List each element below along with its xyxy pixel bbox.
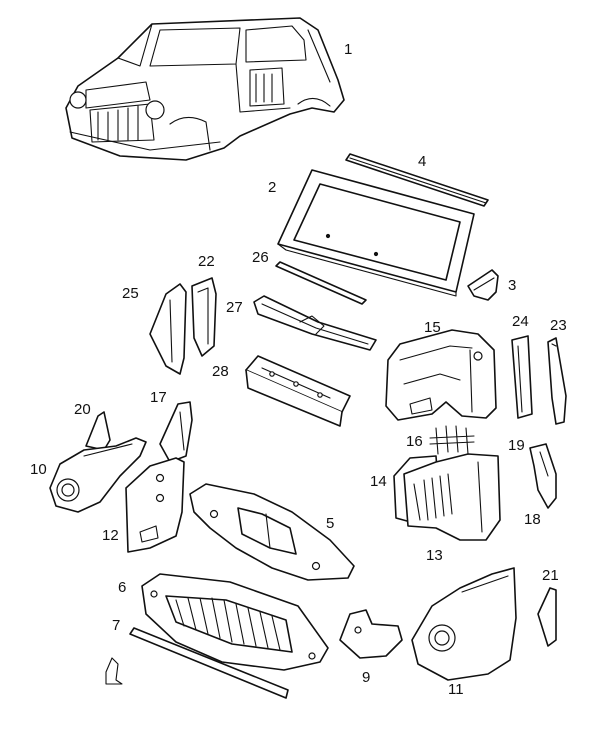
callout-15: 15 [424, 319, 441, 336]
callout-12: 12 [102, 527, 119, 544]
part-21-bracket [537, 587, 557, 647]
callout-11: 11 [448, 681, 464, 698]
part-17-flitch-upper [159, 401, 193, 463]
callout-28: 28 [212, 363, 229, 380]
part-6-front-apron [141, 573, 329, 671]
callout-23: 23 [550, 317, 567, 334]
callout-26: 26 [252, 249, 269, 266]
part-3-corner-panel [467, 269, 499, 301]
callout-labels: 1 2 3 4 5 6 7 9 10 11 12 13 14 15 16 17 … [30, 41, 567, 698]
part-4-windscreen-strip [345, 153, 489, 207]
callout-10: 10 [30, 461, 47, 478]
callout-24: 24 [512, 313, 529, 330]
part-24-panel-strip [511, 335, 533, 419]
part-22-a-post [191, 277, 217, 357]
callout-14: 14 [370, 473, 387, 490]
callout-1: 1 [344, 41, 352, 58]
callout-13: 13 [426, 547, 443, 564]
callout-27: 27 [226, 299, 243, 316]
part-1-body-shell [65, 17, 345, 161]
part-9-corner-panel [339, 609, 403, 659]
part-10-front-wing [49, 437, 147, 513]
callout-16: 16 [406, 433, 423, 450]
callout-9: 9 [362, 669, 370, 686]
part-2-windscreen-frame [277, 169, 475, 297]
part-clip [105, 657, 123, 685]
part-26-scuttle-strip [275, 261, 367, 305]
part-15-inner-wing [385, 329, 497, 421]
callout-2: 2 [268, 179, 276, 196]
callout-20: 20 [74, 401, 91, 418]
part-12-flitch-panel [125, 457, 185, 553]
part-23-closing-strip [547, 337, 567, 425]
callout-5: 5 [326, 515, 334, 532]
part-25-a-panel [149, 283, 187, 375]
callout-18: 18 [524, 511, 541, 528]
callout-22: 22 [198, 253, 215, 270]
callout-7: 7 [112, 617, 120, 634]
callout-21: 21 [542, 567, 559, 584]
part-13-inner-panel [403, 453, 501, 541]
callout-4: 4 [418, 153, 426, 170]
callout-25: 25 [122, 285, 139, 302]
callout-6: 6 [118, 579, 126, 596]
callout-19: 19 [508, 437, 525, 454]
callout-3: 3 [508, 277, 516, 294]
part-19-18-closing-panel [529, 443, 557, 509]
part-11-front-wing [411, 567, 517, 681]
part-27-scuttle-panel [253, 295, 377, 351]
callout-17: 17 [150, 389, 167, 406]
part-5-front-panel [189, 483, 355, 581]
part-16-clips [429, 425, 475, 455]
part-28-crossmember [245, 355, 351, 427]
part-7-lower-strip [129, 627, 289, 699]
